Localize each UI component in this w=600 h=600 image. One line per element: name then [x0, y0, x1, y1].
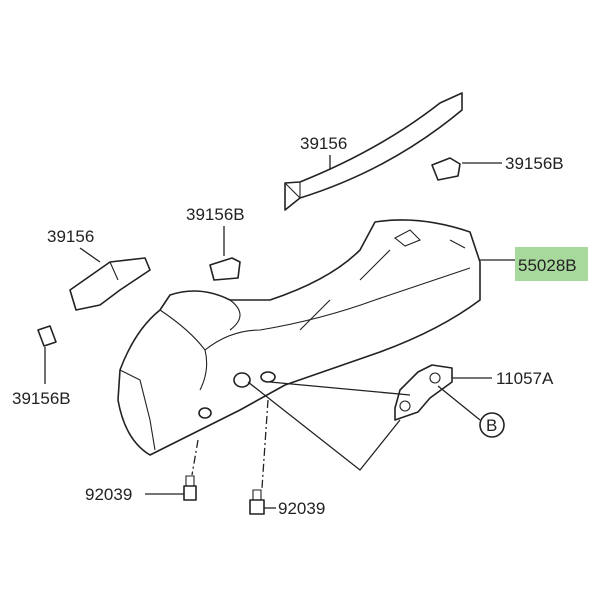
callout-39156-top[interactable]: 39156: [300, 134, 347, 153]
callout-ref-b: B: [486, 416, 497, 435]
clip-right[interactable]: [431, 157, 461, 181]
bolt-left[interactable]: [183, 475, 197, 501]
callout-92039-left[interactable]: 92039: [85, 485, 132, 504]
callout-39156b-right[interactable]: 39156B: [505, 154, 564, 173]
callout-39156b-middle[interactable]: 39156B: [186, 205, 245, 224]
bolt-right[interactable]: [249, 489, 265, 515]
bracket[interactable]: [394, 364, 453, 421]
callout-55028b[interactable]: 55028B: [518, 256, 577, 275]
highlight-box: [515, 247, 588, 281]
rubber-strip-left[interactable]: [69, 257, 151, 311]
clip-middle[interactable]: [209, 257, 241, 281]
callout-39156b-left[interactable]: 39156B: [12, 389, 71, 408]
callout-39156-left[interactable]: 39156: [47, 227, 94, 246]
clip-left[interactable]: [37, 325, 57, 347]
rubber-strip-top[interactable]: [284, 92, 463, 211]
callout-11057a[interactable]: 11057A: [496, 369, 554, 388]
under-cover[interactable]: [117, 219, 481, 456]
callout-92039-right[interactable]: 92039: [278, 499, 325, 518]
reference-b-circle: [479, 412, 505, 438]
